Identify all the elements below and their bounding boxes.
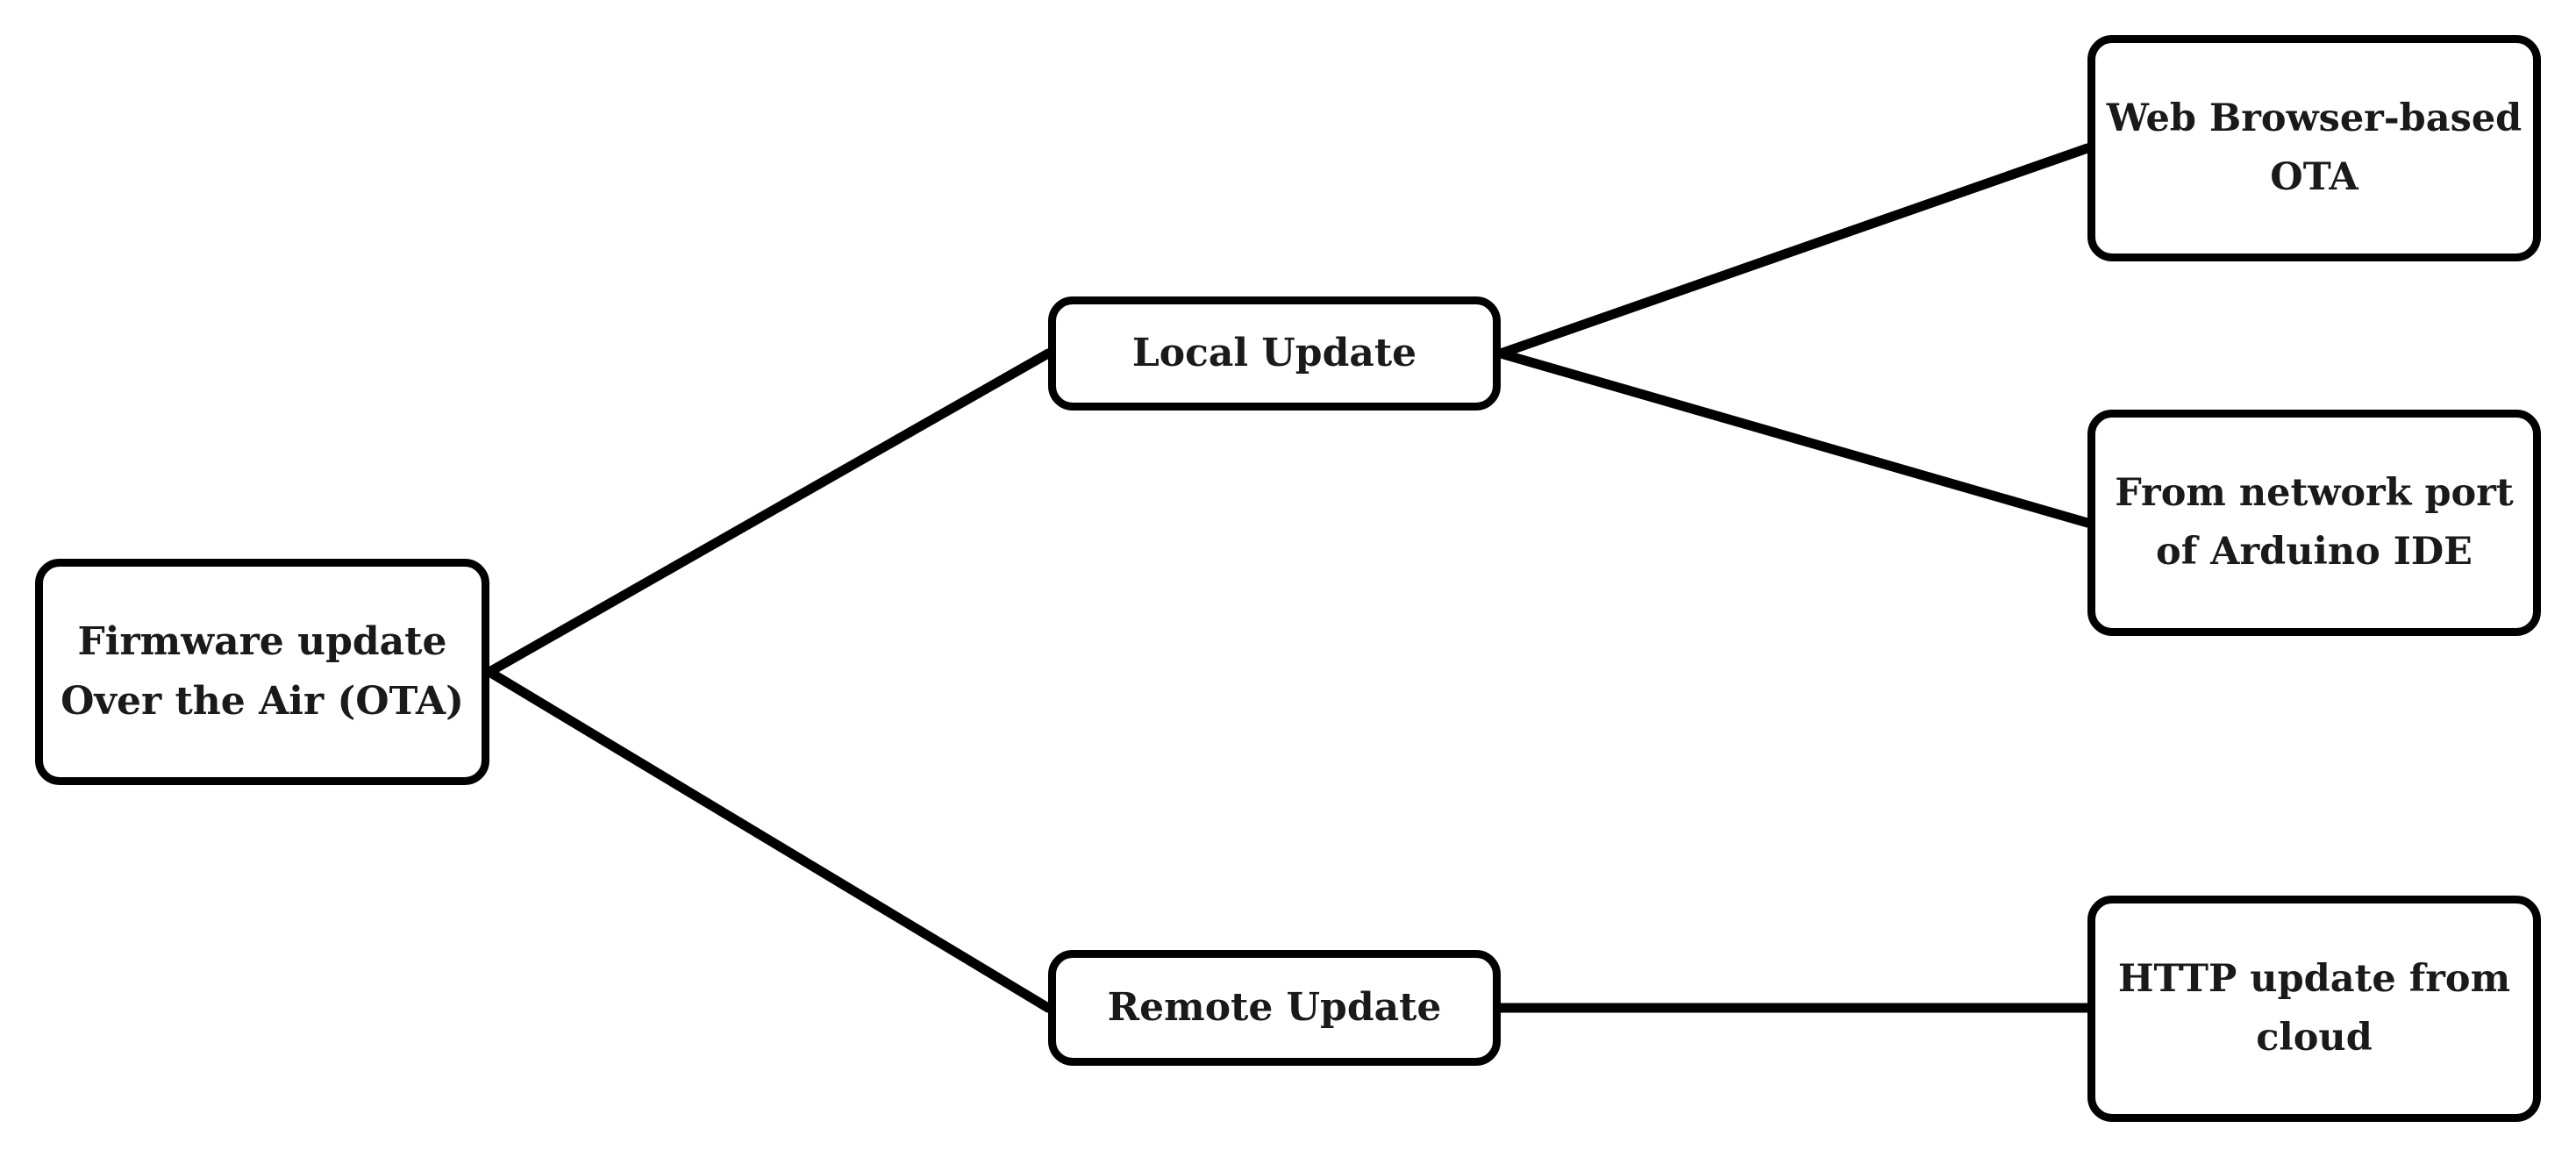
node-http-cloud-update-label: HTTP update from cloud: [2117, 957, 2511, 1060]
node-network-port-arduino: From network port of Arduino IDE: [2087, 410, 2541, 636]
node-firmware-ota: Firmware update Over the Air (OTA): [35, 559, 489, 785]
node-web-browser-ota: Web Browser-based OTA: [2087, 35, 2541, 261]
edge-local-to-port: [1495, 348, 2093, 528]
node-web-browser-ota-label: Web Browser-based OTA: [2106, 96, 2522, 199]
edge-local-to-web: [1495, 143, 2093, 359]
node-network-port-arduino-label: From network port of Arduino IDE: [2115, 471, 2514, 574]
node-firmware-ota-label: Firmware update Over the Air (OTA): [61, 618, 464, 724]
edge-root-to-local: [484, 348, 1053, 677]
node-local-update: Local Update: [1048, 296, 1501, 411]
node-local-update-label: Local Update: [1131, 330, 1417, 375]
node-http-cloud-update: HTTP update from cloud: [2087, 896, 2541, 1122]
node-remote-update-label: Remote Update: [1107, 984, 1442, 1030]
edge-root-to-remote: [484, 667, 1053, 1013]
node-remote-update: Remote Update: [1048, 950, 1501, 1066]
